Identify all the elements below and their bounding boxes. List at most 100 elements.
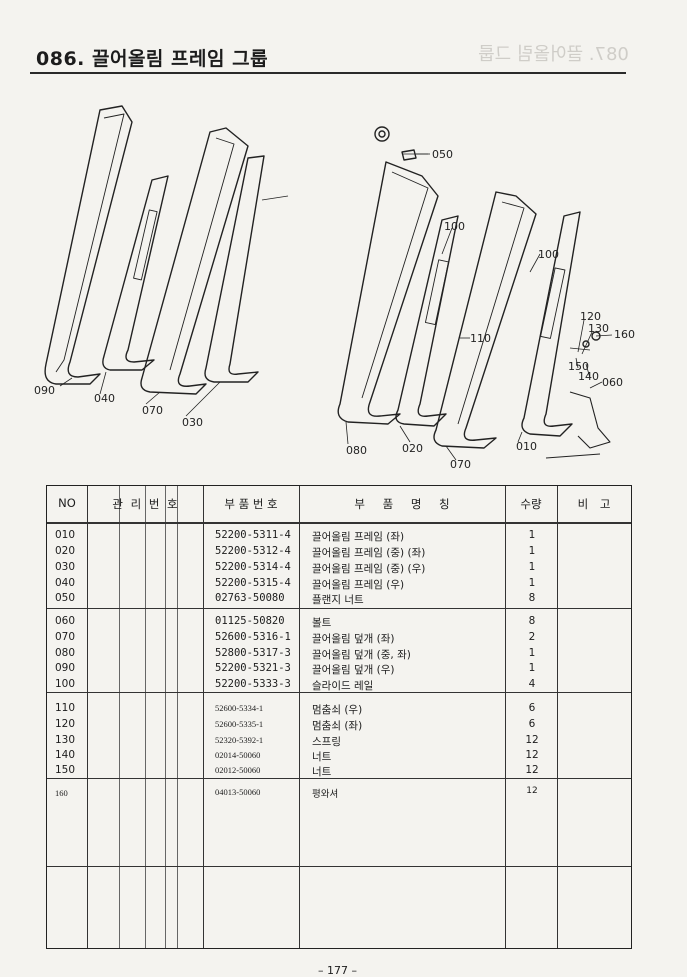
row-040-no: 040 [55,577,76,589]
row-100-part-no: 52200-5333-3 [215,678,291,690]
row-120-part-no: 52600-5335-1 [215,719,264,729]
cover-090-outline [44,105,133,385]
bleed-through-title: 087. 끌어올림 그룹 [478,44,629,65]
row-110-no: 110 [55,702,76,714]
callout-090: 090 [34,384,55,397]
row-040-qty: 1 [528,577,536,589]
row-120-qty: 6 [528,718,536,730]
row-070-qty: 2 [528,631,536,643]
row-080-qty: 1 [528,647,536,659]
row-090-part-no: 52200-5321-3 [215,662,291,674]
callout-030: 030 [182,416,203,429]
row-080-name: 끌어올림 덮개 (중, 좌) [312,649,411,661]
row-120-name: 멈춤쇠 (좌) [312,720,363,732]
title-rule [30,72,626,74]
callout-140: 140 [578,370,599,383]
row-130-name: 스프링 [312,736,341,748]
row-070-no: 070 [55,631,76,643]
row-070-part-no: 52600-5316-1 [215,631,291,643]
row-140-name: 너트 [312,751,332,763]
callout-040: 040 [94,392,115,405]
row-080-part-no: 52800-5317-3 [215,647,291,659]
row-110-qty: 6 [528,702,536,714]
row-040-part-no: 52200-5315-4 [215,577,291,589]
row-060-part-no: 01125-50820 [215,615,285,627]
row-120-no: 120 [55,718,76,730]
callout-050: 050 [432,148,453,161]
row-140-no: 140 [55,749,76,761]
row-090-no: 090 [55,662,76,674]
header-part-no: 부 품 번 호 [224,497,278,511]
frame-020-outline [395,215,459,427]
callout-100-right: 100 [538,248,559,261]
callout-130: 130 [588,322,609,335]
row-150-part-no: 02012-50060 [215,765,261,775]
row-160-name: 평와셔 [312,789,339,800]
row-160-no: 160 [55,788,68,798]
row-080-no: 080 [55,647,76,659]
row-130-qty: 12 [525,734,539,746]
callout-070-right: 070 [450,458,471,471]
callout-150: 150 [568,360,589,373]
row-030-part-no: 52200-5314-4 [215,561,291,573]
row-130-no: 130 [55,734,76,746]
row-050-no: 050 [55,592,76,604]
header-remark: 비 고 [577,497,611,511]
callout-100-left: 100 [444,220,465,233]
row-060-qty: 8 [528,615,536,627]
row-090-name: 끌어올림 덮개 (우) [312,664,395,676]
header-mgmt-no: 관 리 번 호 [112,497,178,511]
cover-080-outline [337,161,439,425]
row-150-qty: 12 [525,764,539,776]
callout-020: 020 [402,442,423,455]
row-010-name: 끌어올림 프레임 (좌) [312,531,405,543]
row-150-no: 150 [55,764,76,776]
row-030-no: 030 [55,561,76,573]
row-110-part-no: 52600-5334-1 [215,703,264,713]
header-part-name: 부 품 명 칭 [354,497,450,511]
cover-070-outline [140,127,249,395]
row-160-qty: 12 [526,786,538,796]
row-150-name: 너트 [312,766,332,778]
row-030-name: 끌어올림 프레임 (중) (우) [312,563,426,575]
row-100-name: 슬라이드 레일 [312,680,374,692]
header-qty: 수량 [520,497,542,511]
row-050-qty: 8 [528,592,536,604]
frame-030-outline [204,155,265,383]
row-020-qty: 1 [528,545,536,557]
row-160-part-no: 04013-50060 [215,787,261,797]
bolt-060 [569,391,611,449]
row-010-part-no: 52200-5311-4 [215,529,291,541]
exploded-view-drawing [44,105,613,461]
row-140-qty: 12 [525,749,539,761]
page-number: – 177 – [318,964,357,977]
callout-110: 110 [470,332,491,345]
callout-070-left: 070 [142,404,163,417]
row-060-name: 볼트 [312,617,332,629]
parts-diagram: 050 100 100 110 120 130 160 150 140 060 … [30,92,650,482]
row-020-no: 020 [55,545,76,557]
callout-120: 120 [580,310,601,323]
row-100-qty: 4 [528,678,536,690]
row-040-name: 끌어올림 프레임 (우) [312,579,405,591]
row-050-name: 플랜지 너트 [312,594,364,606]
row-050-part-no: 02763-50080 [215,592,285,604]
row-010-qty: 1 [528,529,536,541]
page-title: 086. 끌어올림 프레임 그룹 [36,48,269,70]
row-110-name: 멈춤쇠 (우) [312,704,363,716]
header-no: NO [58,496,76,510]
row-090-qty: 1 [528,662,536,674]
callout-060: 060 [602,376,623,389]
row-130-part-no: 52320-5392-1 [215,735,264,745]
row-070-name: 끌어올림 덮개 (좌) [312,633,395,645]
row-020-name: 끌어올림 프레임 (중) (좌) [312,547,426,559]
parts-table: NO 관 리 번 호 부 품 번 호 부 품 명 칭 수량 비 고 010 52… [46,485,632,949]
bracket-050 [374,126,390,142]
frame-040-outline [102,175,169,371]
row-100-no: 100 [55,678,76,690]
row-140-part-no: 02014-50060 [215,750,261,760]
cover-070-right-outline [433,191,537,449]
row-010-no: 010 [55,529,76,541]
frame-010-outline [521,211,581,437]
callout-080: 080 [346,444,367,457]
